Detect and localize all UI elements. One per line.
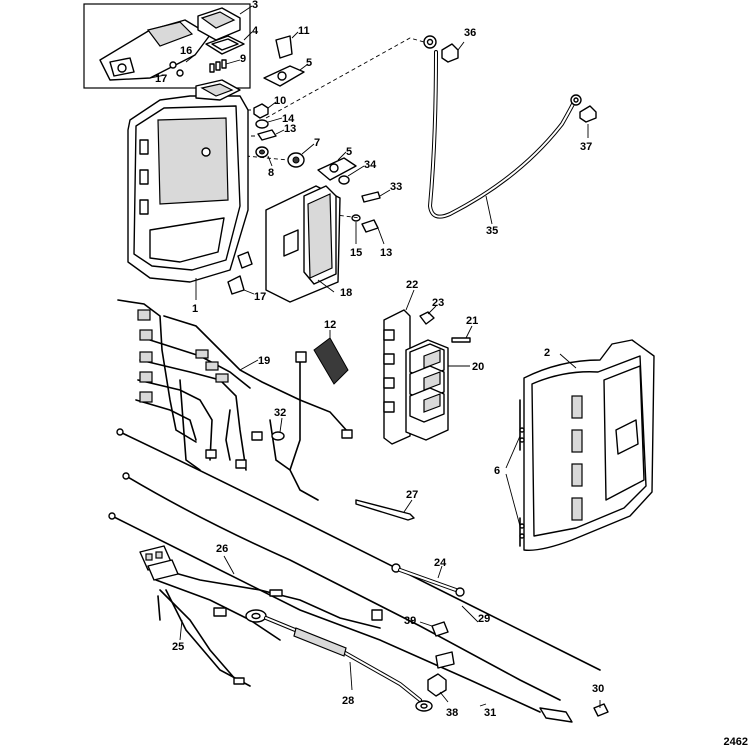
part-6-clips (505, 399, 525, 547)
callout-4: 4 (252, 25, 259, 37)
callout-35: 35 (486, 225, 498, 237)
callout-19: 19 (258, 355, 270, 367)
part-2-cover (523, 339, 655, 551)
callout-24: 24 (434, 557, 447, 569)
callout-9: 9 (240, 53, 246, 65)
part-18-ecm-module (265, 185, 341, 303)
callout-25: 25 (172, 641, 184, 653)
part-24-ground-cable (391, 563, 465, 597)
callout-34: 34 (364, 159, 377, 171)
callout-17-lower: 17 (254, 291, 266, 303)
part-22-bracket (383, 289, 437, 445)
part-3-connector (197, 5, 253, 41)
callout-14: 14 (282, 113, 295, 125)
part-5-plate-lower (311, 151, 391, 245)
callout-38: 38 (446, 707, 458, 719)
callout-6: 6 (494, 465, 500, 477)
part-9-clips (209, 59, 241, 73)
part-26-harness (139, 545, 383, 687)
callout-5-lower: 5 (346, 146, 352, 158)
part-11-clip (275, 31, 299, 59)
part-19-wire-harness (117, 299, 353, 501)
hardware-group (240, 101, 315, 168)
callout-18: 18 (340, 287, 352, 299)
long-cables (108, 428, 609, 723)
callout-21: 21 (466, 315, 478, 327)
part-1-electrical-box (127, 79, 255, 300)
callout-20: 20 (472, 361, 484, 373)
callout-32: 32 (274, 407, 286, 419)
callout-13-upper: 13 (284, 123, 296, 135)
part-39-clip (419, 621, 455, 669)
callout-15: 15 (350, 247, 362, 259)
part-38-nut (427, 673, 449, 703)
callout-8: 8 (268, 167, 274, 179)
callout-31: 31 (484, 707, 496, 719)
part-20-relay-block (405, 339, 470, 441)
part-27-tie-strap (355, 499, 415, 521)
callout-23: 23 (432, 297, 444, 309)
callout-26: 26 (216, 543, 228, 555)
callout-29: 29 (478, 613, 490, 625)
callout-36: 36 (464, 27, 476, 39)
part-4-gasket (205, 31, 253, 55)
callout-13-lower: 13 (380, 247, 392, 259)
callout-27: 27 (406, 489, 418, 501)
part-28-cable (245, 609, 433, 712)
callout-11: 11 (298, 25, 310, 37)
callout-labels: 3 4 11 16 5 9 17 10 14 13 7 5 8 34 33 15… (155, 0, 604, 719)
callout-16: 16 (180, 45, 192, 57)
callout-1: 1 (192, 303, 198, 315)
callout-2: 2 (544, 347, 550, 359)
part-35-cable (265, 35, 597, 225)
callout-3: 3 (252, 0, 258, 11)
callout-28: 28 (342, 695, 354, 707)
part-12-sleeve (313, 330, 349, 385)
callout-7: 7 (314, 137, 320, 149)
callout-5-upper: 5 (306, 57, 312, 69)
part-5-plate-upper (263, 63, 309, 87)
callout-22: 22 (406, 279, 418, 291)
callout-30: 30 (592, 683, 604, 695)
callout-17-upper: 17 (155, 73, 167, 85)
part-32-connector (271, 417, 285, 441)
callout-33: 33 (390, 181, 402, 193)
part-21-fuse (451, 325, 473, 343)
callout-37: 37 (580, 141, 592, 153)
callout-12: 12 (324, 319, 336, 331)
callout-10: 10 (274, 95, 286, 107)
callout-39: 39 (404, 615, 416, 627)
figure-number: 2462 (724, 736, 748, 748)
